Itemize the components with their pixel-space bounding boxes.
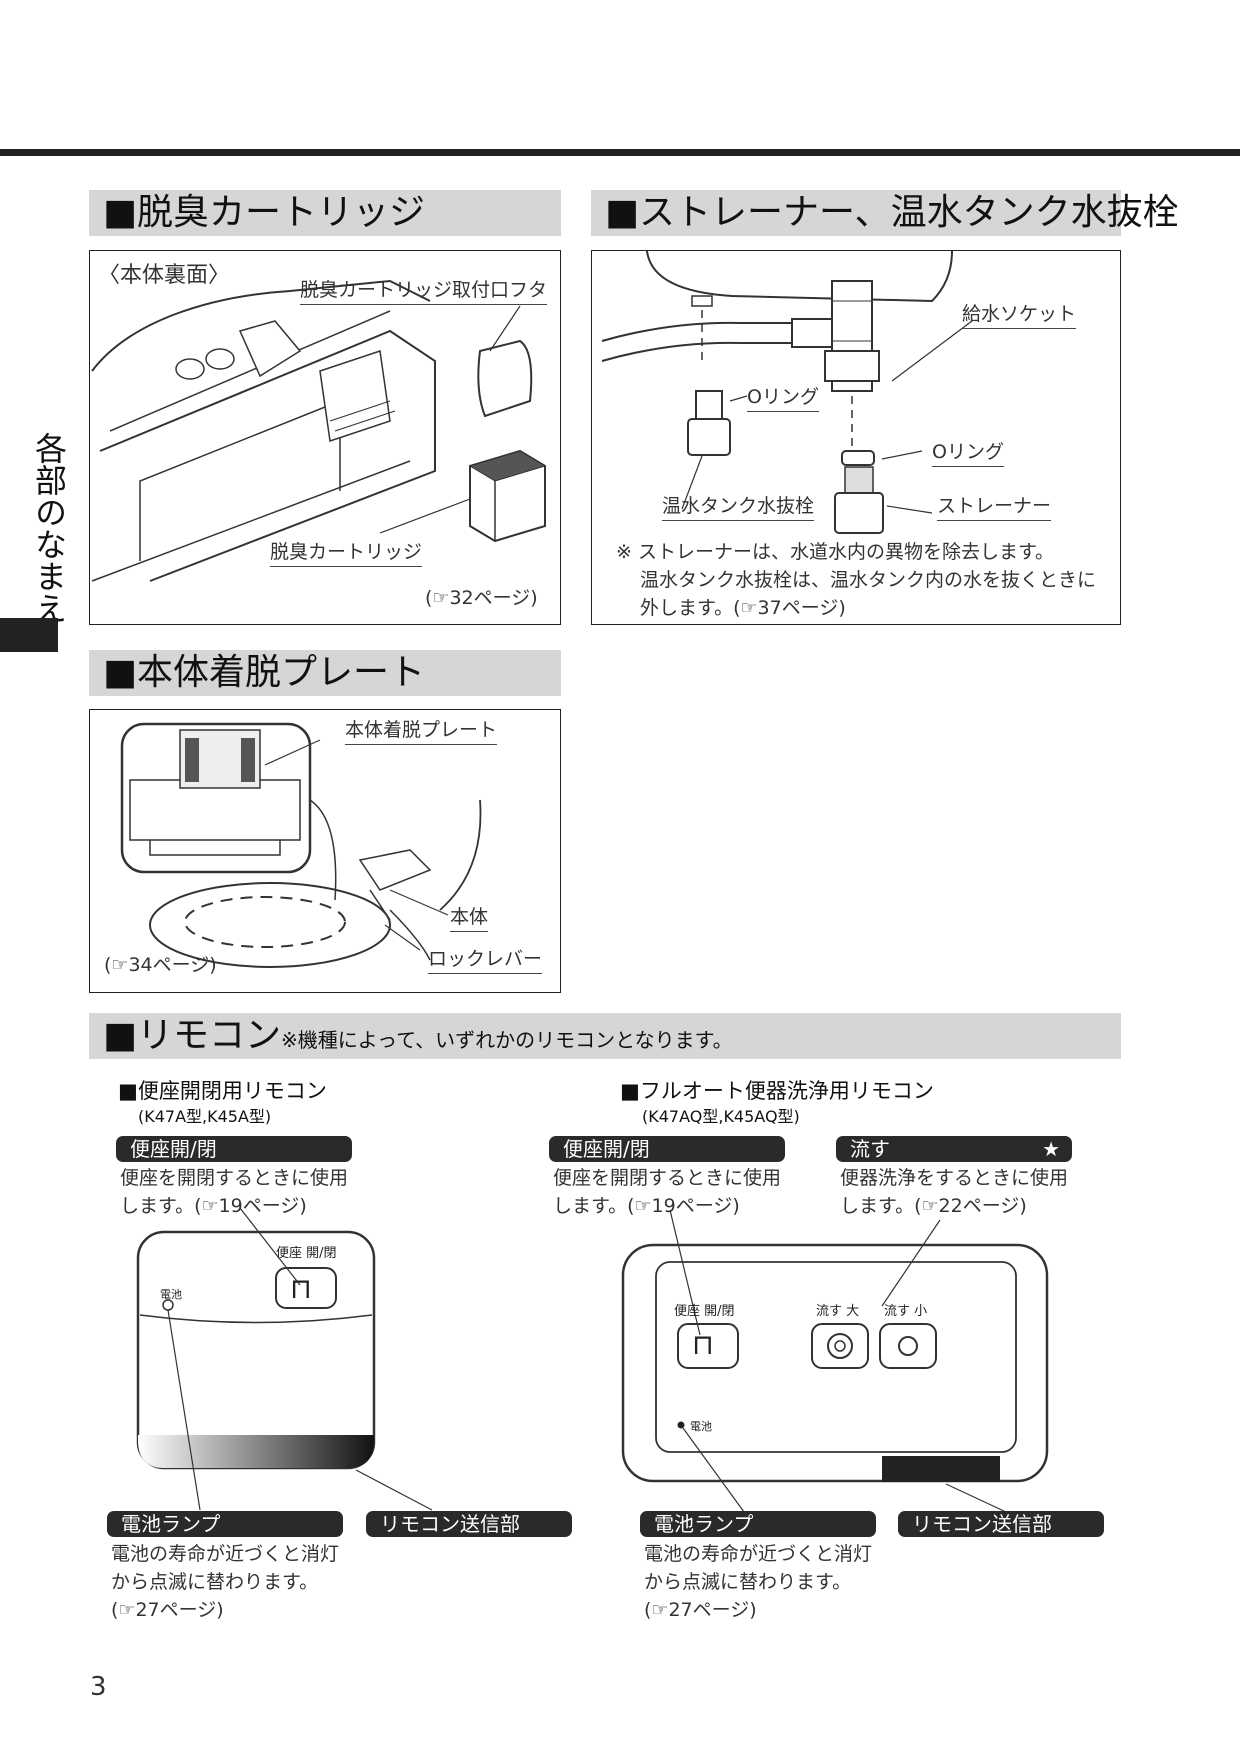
- strainer-figure: 給水ソケット Oリング Oリング 温水タンク水抜栓 ストレーナー ※ ストレーナ…: [591, 250, 1121, 625]
- right-seat-desc-1: 便座を開閉するときに使用: [553, 1167, 782, 1189]
- left-device-battery-label: 電池: [160, 1288, 182, 1301]
- label-oring-2: Oリング: [932, 437, 1004, 467]
- left-battery-desc-2: から点滅に替わります。: [111, 1571, 319, 1593]
- strainer-section-title: ■ストレーナー、温水タンク水抜栓: [591, 190, 1179, 236]
- side-tab-label: 各部のなまえ: [30, 432, 68, 624]
- plate-figure: 本体着脱プレート 本体 ロックレバー (☞34ページ): [89, 709, 561, 993]
- deodor-figure: 〈本体裏面〉 脱臭カートリッジ取付口フタ 脱臭カートリッジ (☞32ページ): [89, 250, 561, 625]
- strainer-note-2: 温水タンク水抜栓は、温水タンク内の水を抜くときに: [640, 569, 1097, 591]
- right-pill-flush-label: 流す: [850, 1137, 890, 1161]
- strainer-illustration: [601, 251, 973, 534]
- right-seat-desc-2: します。(☞19ページ): [553, 1195, 740, 1217]
- deodor-illustration: [91, 279, 547, 582]
- right-battery-desc-1: 電池の寿命が近づくと消灯: [644, 1543, 873, 1565]
- left-battery-desc-1: 電池の寿命が近づくと消灯: [111, 1543, 340, 1565]
- right-battery-desc-2: から点滅に替わります。: [644, 1571, 852, 1593]
- right-remote-models: (K47AQ型,K45AQ型): [642, 1107, 800, 1126]
- right-pill-flush: 流す ★: [836, 1136, 1072, 1162]
- left-pill-transmitter: リモコン送信部: [366, 1511, 572, 1537]
- side-tab-marker: [0, 618, 58, 652]
- left-remote-models: (K47A型,K45A型): [138, 1107, 272, 1126]
- top-rule: [0, 149, 1240, 156]
- label-cartridge-lid: 脱臭カートリッジ取付口フタ: [300, 275, 548, 305]
- right-seat-button[interactable]: ⊓: [692, 1328, 714, 1361]
- remote-title: ■リモコン: [103, 1015, 282, 1056]
- deodor-subtitle: 〈本体裏面〉: [98, 263, 231, 288]
- right-flush-desc-1: 便器洗浄をするときに使用: [840, 1167, 1069, 1189]
- label-cartridge: 脱臭カートリッジ: [270, 537, 423, 567]
- right-remote-heading: ■フルオート便器洗浄用リモコン: [620, 1079, 934, 1103]
- right-device-small-label: 流す 小: [884, 1304, 928, 1319]
- right-pill-seat: 便座開/閉: [549, 1136, 785, 1162]
- page-number: 3: [90, 1672, 107, 1702]
- right-device-seat-label: 便座 開/閉: [674, 1304, 735, 1319]
- left-seat-desc-1: 便座を開閉するときに使用: [120, 1167, 349, 1189]
- left-seat-desc-2: します。(☞19ページ): [120, 1195, 307, 1217]
- plate-section-title: ■本体着脱プレート: [89, 650, 561, 696]
- label-oring-1: Oリング: [747, 382, 819, 412]
- label-strainer: ストレーナー: [937, 491, 1052, 521]
- remote-title-note: ※機種によって、いずれかのリモコンとなります。: [281, 1028, 733, 1052]
- plate-page-ref: (☞34ページ): [104, 954, 217, 976]
- strainer-note-3: 外します。(☞37ページ): [640, 597, 846, 619]
- plate-illustration: [120, 722, 482, 968]
- left-device-seat-label: 便座 開/閉: [276, 1246, 337, 1261]
- right-flush-desc-2: します。(☞22ページ): [840, 1195, 1027, 1217]
- star-icon: ★: [1042, 1137, 1060, 1161]
- deodor-page-ref: (☞32ページ): [425, 587, 538, 609]
- left-battery-desc-3: (☞27ページ): [111, 1599, 224, 1621]
- left-pill-battery: 電池ランプ: [107, 1511, 343, 1537]
- label-drain-plug: 温水タンク水抜栓: [662, 491, 815, 521]
- right-pill-battery: 電池ランプ: [640, 1511, 876, 1537]
- left-seat-button[interactable]: ⊓: [290, 1272, 312, 1305]
- right-pill-transmitter: リモコン送信部: [898, 1511, 1104, 1537]
- left-remote-heading: ■便座開閉用リモコン: [118, 1079, 327, 1103]
- left-pill-seat: 便座開/閉: [116, 1136, 352, 1162]
- label-lock-lever: ロックレバー: [428, 944, 543, 974]
- right-battery-desc-3: (☞27ページ): [644, 1599, 757, 1621]
- label-detach-plate: 本体着脱プレート: [345, 715, 498, 745]
- right-device-big-label: 流す 大: [816, 1304, 860, 1319]
- remote-section-title: ■リモコン※機種によって、いずれかのリモコンとなります。: [89, 1013, 1121, 1059]
- strainer-note-1: ※ ストレーナーは、水道水内の異物を除去します。: [616, 541, 1055, 563]
- label-water-socket: 給水ソケット: [962, 299, 1077, 329]
- deodor-section-title: ■脱臭カートリッジ: [89, 190, 561, 236]
- right-device-battery-label: 電池: [690, 1420, 712, 1433]
- label-body: 本体: [450, 902, 489, 932]
